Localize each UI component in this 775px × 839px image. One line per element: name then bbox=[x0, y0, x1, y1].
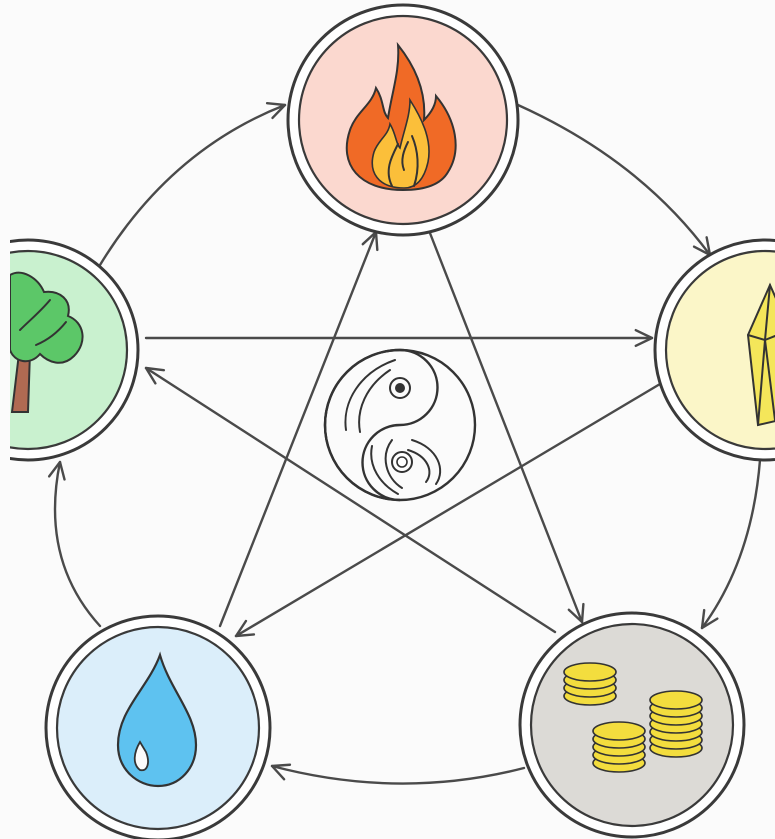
tree-icon bbox=[10, 271, 84, 413]
crystal-icon bbox=[746, 282, 775, 427]
arrow-fire-to-earth bbox=[516, 103, 712, 257]
arrow-metal-to-wood bbox=[144, 366, 557, 634]
arrow-earth-to-metal bbox=[700, 458, 762, 630]
arrow-earth-to-water bbox=[234, 382, 662, 638]
water-node[interactable] bbox=[44, 614, 272, 839]
coin bbox=[592, 721, 646, 741]
coin bbox=[563, 662, 617, 682]
arrow-metal-to-water bbox=[270, 763, 526, 785]
metal-node[interactable] bbox=[518, 611, 746, 839]
arrow-water-to-wood bbox=[47, 460, 102, 628]
fire-node[interactable] bbox=[286, 3, 520, 237]
arrow-wood-to-earth bbox=[144, 328, 654, 348]
gold-coins-icon bbox=[563, 662, 703, 773]
wood-node[interactable] bbox=[0, 238, 140, 462]
earth-node[interactable] bbox=[653, 238, 775, 462]
arrow-fire-to-metal bbox=[426, 226, 585, 624]
coin bbox=[649, 690, 703, 710]
fire-icon bbox=[345, 41, 457, 192]
water-drop-icon bbox=[116, 651, 198, 788]
arrow-wood-to-fire bbox=[98, 102, 287, 267]
diagram-arrows bbox=[47, 102, 762, 785]
yin-yang-icon bbox=[323, 348, 477, 502]
